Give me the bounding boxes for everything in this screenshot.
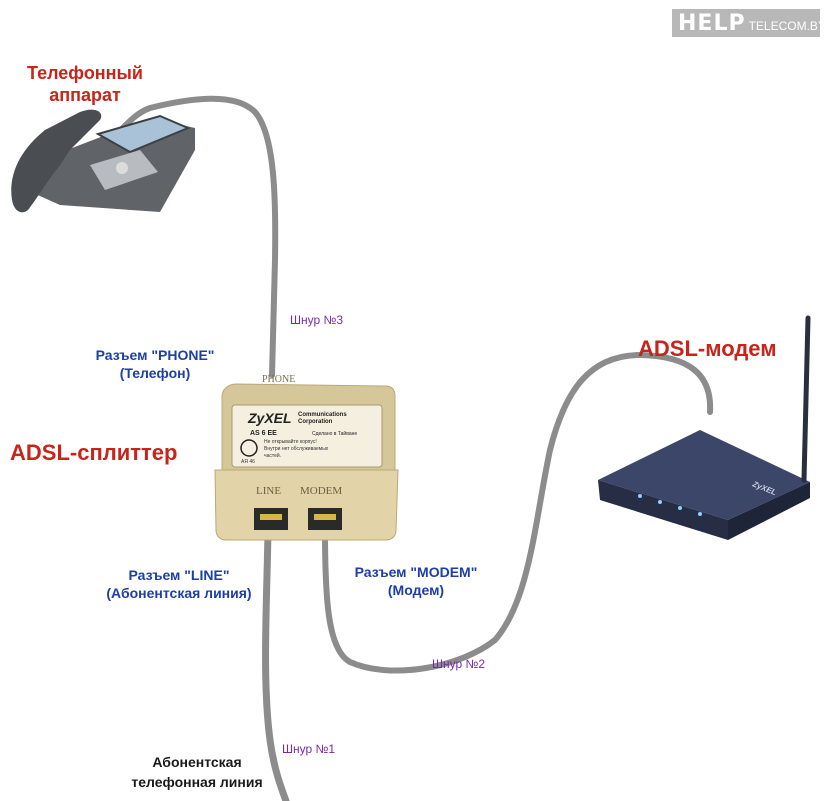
splitter-port-modem-label: MODEM — [300, 485, 342, 497]
modem-port-contacts — [314, 514, 336, 520]
splitter-title: ADSL-сплиттер — [10, 440, 178, 465]
splitter-warning-1: Не открывайте корпус! — [264, 438, 317, 445]
line-connector-line1: Разъем "LINE" — [128, 567, 230, 583]
splitter-cert-code: АЯ 46 — [241, 459, 255, 465]
modem-connector-line1: Разъем "MODEM" — [354, 564, 478, 580]
modem-front-face — [598, 480, 728, 540]
helptelecom-logo: HELP TELECOM.BY — [672, 9, 826, 37]
line-connector-label: Разъем "LINE" (Абонентская линия) — [88, 566, 270, 602]
modem-connector-label: Разъем "MODEM" (Модем) — [336, 563, 496, 599]
splitter-sticker — [231, 404, 383, 468]
phone-title-line1: Телефонный — [26, 63, 143, 83]
subscriber-line-line2: телефонная линия — [131, 774, 263, 790]
splitter-brand-sub1: Communications — [298, 412, 347, 418]
logo-main-text: HELP — [678, 10, 746, 36]
splitter-brand-sub2: Corporation — [298, 419, 333, 425]
line-port-contacts — [260, 514, 282, 520]
telephone-handset — [11, 109, 102, 213]
cable-1-line — [262, 526, 290, 801]
adsl-modem — [598, 315, 811, 540]
splitter-port-top-label: PHONE — [262, 374, 295, 385]
certification-mark — [240, 439, 258, 457]
phone-title-line2: аппарат — [49, 85, 121, 105]
modem-side-face — [728, 482, 810, 540]
splitter-front-face — [214, 469, 399, 541]
modem-connector-line2: (Модем) — [387, 582, 445, 598]
modem-led — [638, 494, 642, 498]
modem-led — [658, 500, 662, 504]
phone-connector-line2: (Телефон) — [119, 365, 191, 381]
subscriber-line-line1: Абонентская — [152, 754, 242, 770]
modem-top-face — [598, 430, 810, 520]
phone-connector-label: Разъем "PHONE" (Телефон) — [70, 346, 240, 382]
phone-title: Телефонный аппарат — [22, 62, 148, 106]
cable-3-phone — [97, 95, 279, 378]
splitter-warning-2: Внутри нет обслуживаемых — [264, 446, 329, 452]
modem-led — [678, 506, 682, 510]
cord-2-label: Шнур №2 — [432, 657, 486, 671]
subscriber-line-label: Абонентская телефонная линия — [112, 752, 282, 792]
telephone — [11, 109, 195, 213]
modem-title: ADSL-модем — [638, 336, 777, 361]
splitter-port-line-label: LINE — [256, 485, 281, 497]
line-connector-line2: (Абонентская линия) — [106, 585, 252, 601]
telephone-screen — [95, 114, 191, 154]
splitter-model: AS 6 EE — [250, 430, 277, 437]
splitter-body — [214, 383, 399, 541]
splitter-brand: ZyXEL — [247, 410, 292, 426]
splitter-warning-3: частей. — [264, 452, 281, 459]
telephone-nav-button — [116, 162, 128, 174]
splitter-made-in: Сделано в Тайване — [312, 430, 357, 437]
cord-3-label: Шнур №3 — [290, 313, 344, 327]
modem-led — [698, 512, 702, 516]
phone-connector-line1: Разъем "PHONE" — [95, 347, 215, 363]
modem-antenna — [801, 315, 811, 483]
cord-1-label: Шнур №1 — [282, 742, 336, 756]
logo-sub-text: TELECOM.BY — [748, 19, 826, 33]
cable-2-modem — [322, 351, 714, 674]
